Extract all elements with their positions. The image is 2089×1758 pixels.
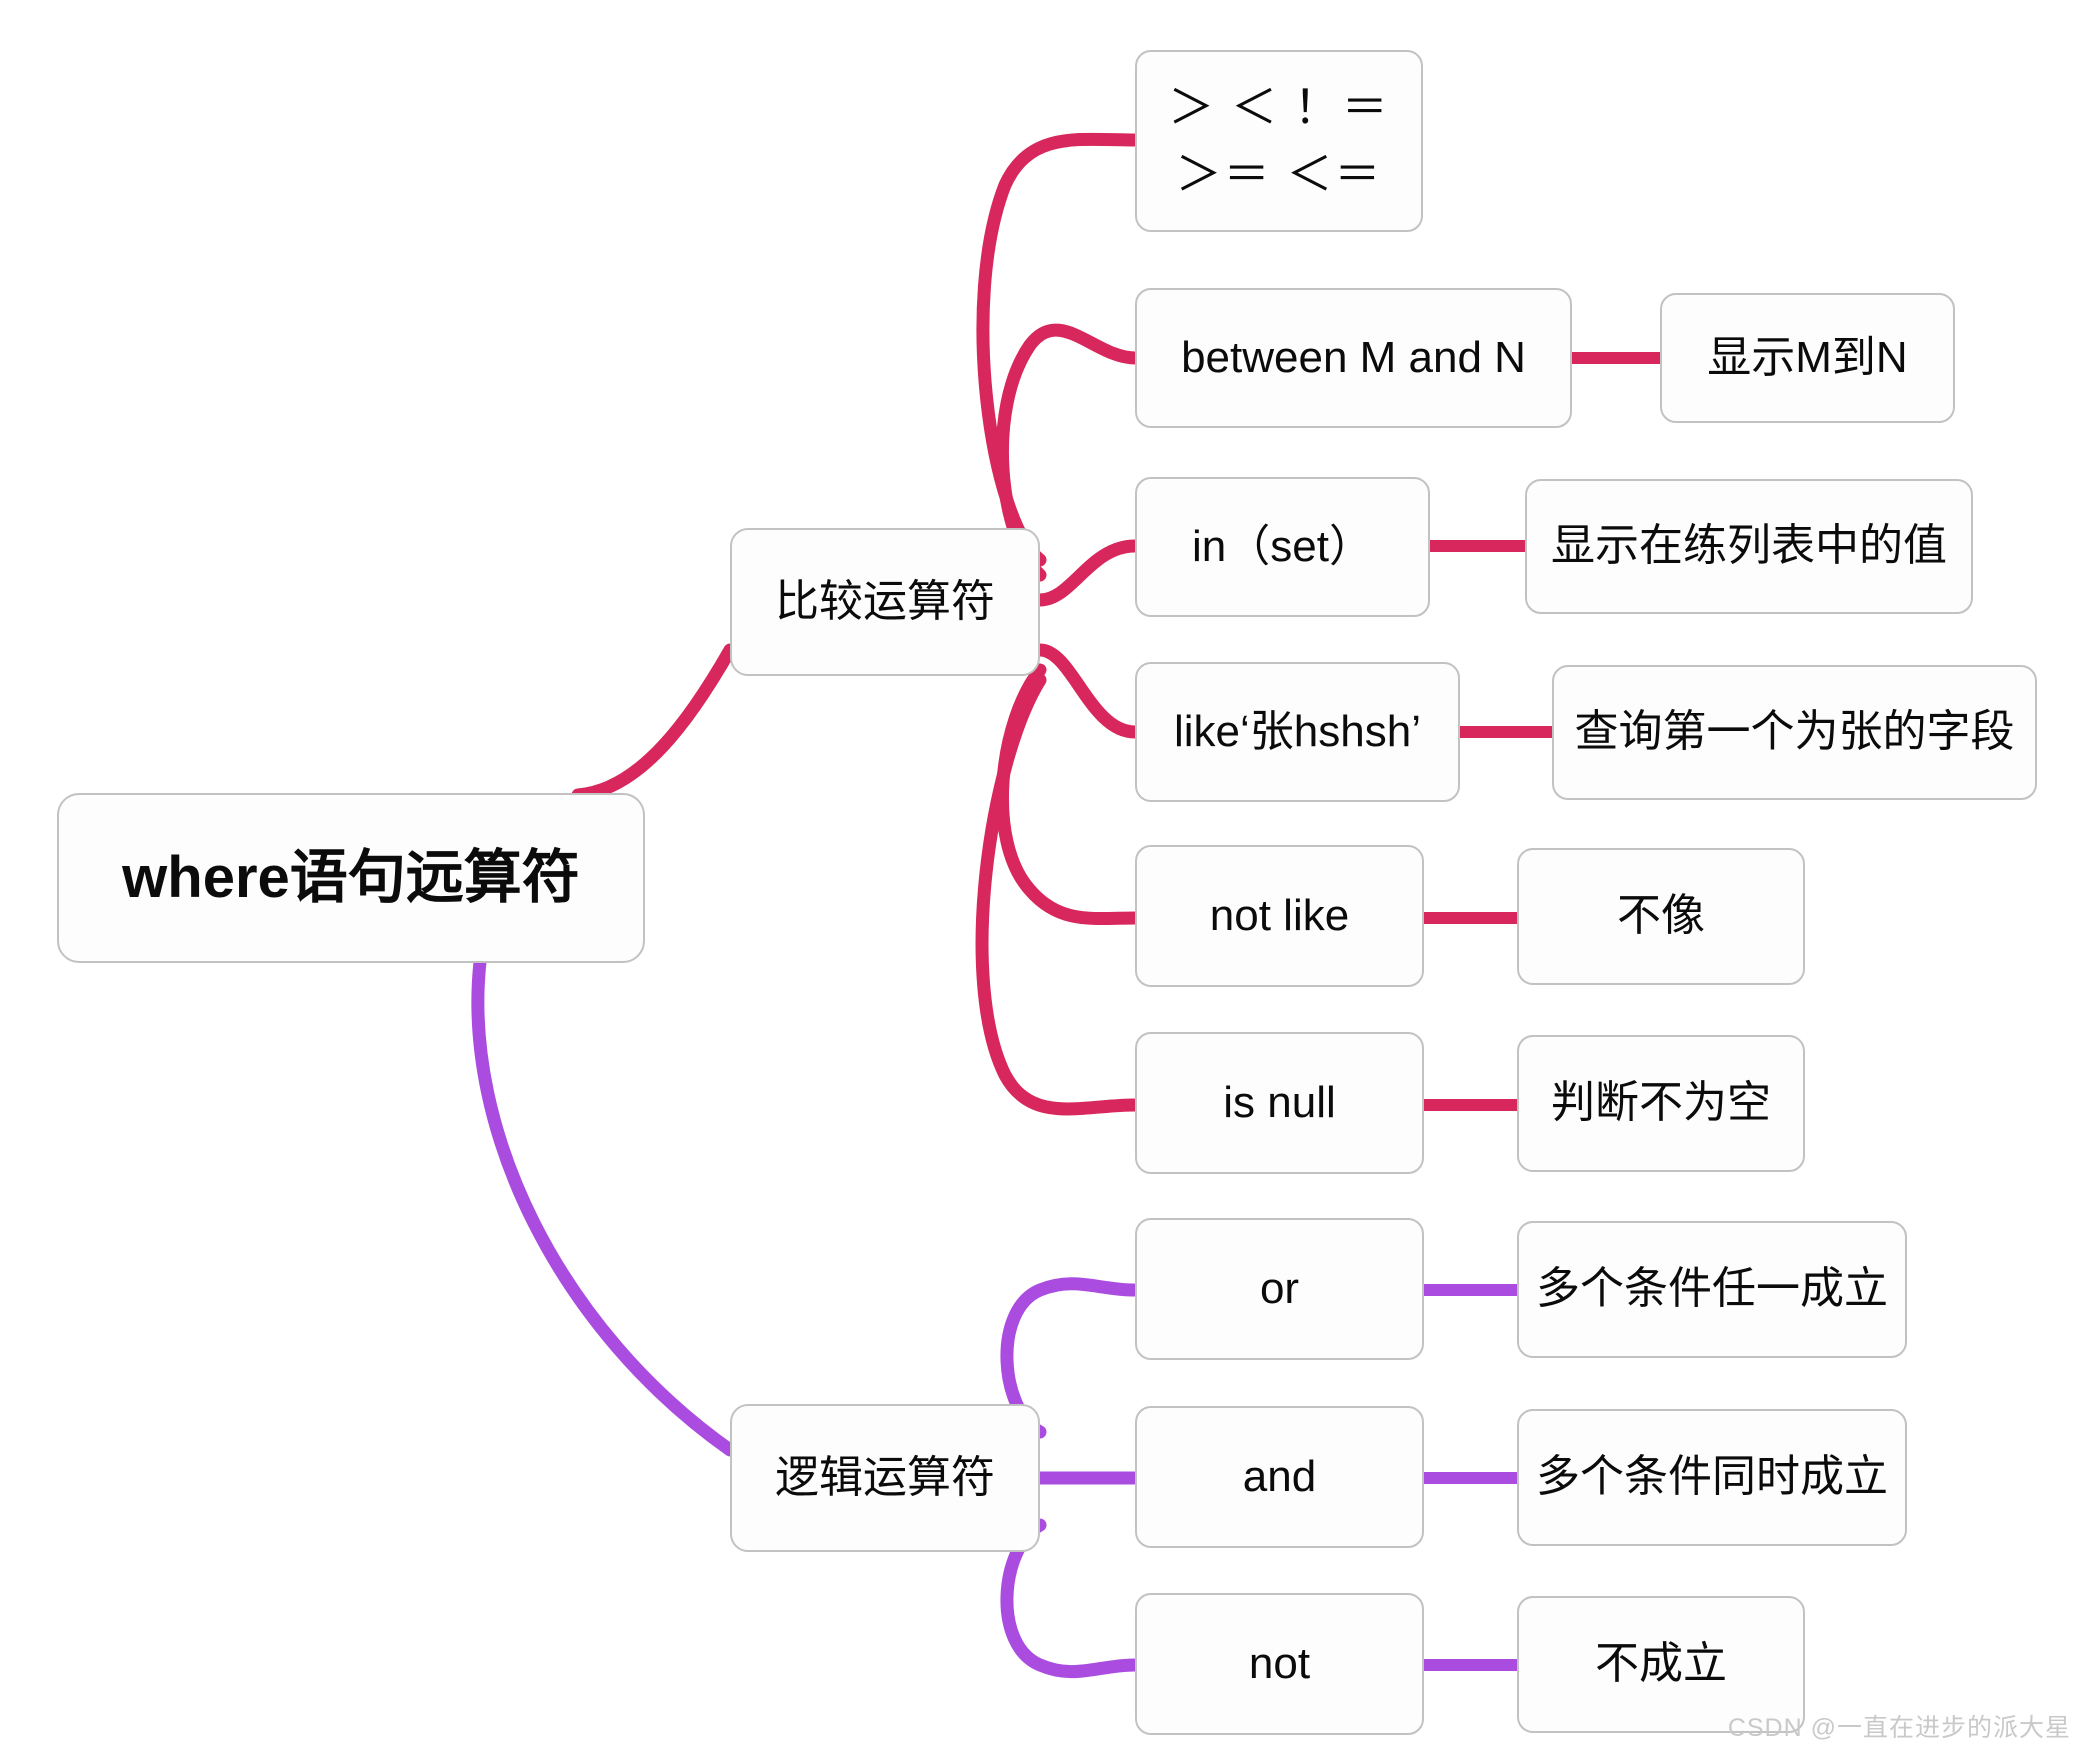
leaf-node-in-set[interactable]: in（set） xyxy=(1135,477,1430,617)
leaf-node-between[interactable]: between M and N xyxy=(1135,288,1572,428)
root-node[interactable]: where语句远算符 xyxy=(57,793,645,963)
branch-node-comparison-label: 比较运算符 xyxy=(775,576,995,626)
detail-node-like-label: 查询第一个为张的字段 xyxy=(1574,707,2015,757)
leaf-node-and-label: and xyxy=(1242,1451,1317,1501)
leaf-node-operators[interactable]: ＞ ＜ ！＝ ＞＝ ＜＝ xyxy=(1135,50,1423,232)
detail-node-between[interactable]: 显示M到N xyxy=(1660,293,1955,423)
edge-comparison-to-operators xyxy=(976,132,1142,567)
leaf-node-like[interactable]: like‘张hshsh’ xyxy=(1135,662,1460,802)
edge-comparison-to-like xyxy=(1033,643,1142,739)
leaf-node-like-label: like‘张hshsh’ xyxy=(1174,706,1421,756)
edge-comparison-to-in-set xyxy=(1033,539,1142,607)
branch-node-logical-label: 逻辑运算符 xyxy=(775,1452,995,1502)
edge-comparison-to-not-like xyxy=(995,663,1142,926)
leaf-node-not-label: not xyxy=(1248,1638,1311,1688)
detail-node-not-like-label: 不像 xyxy=(1617,891,1705,941)
detail-node-between-label: 显示M到N xyxy=(1707,332,1908,382)
leaf-node-or-label: or xyxy=(1259,1263,1300,1313)
detail-node-is-null[interactable]: 判断不为空 xyxy=(1517,1035,1805,1172)
detail-node-in-set[interactable]: 显示在练列表中的值 xyxy=(1525,479,1973,614)
edge-root-to-logical xyxy=(471,955,737,1457)
detail-node-not[interactable]: 不成立 xyxy=(1517,1596,1805,1733)
leaf-node-and[interactable]: and xyxy=(1135,1406,1424,1548)
detail-node-like[interactable]: 查询第一个为张的字段 xyxy=(1552,665,2037,800)
detail-node-in-set-label: 显示在练列表中的值 xyxy=(1551,521,1947,571)
leaf-node-is-null[interactable]: is null xyxy=(1135,1032,1424,1174)
edge-comparison-to-is-null xyxy=(975,673,1142,1116)
detail-node-or-label: 多个条件任一成立 xyxy=(1536,1264,1888,1314)
detail-node-and[interactable]: 多个条件同时成立 xyxy=(1517,1409,1907,1546)
leaf-node-between-label: between M and N xyxy=(1181,332,1526,382)
operators-line-2: ＞＝ ＜＝ xyxy=(1175,148,1383,200)
branch-node-comparison[interactable]: 比较运算符 xyxy=(730,528,1040,676)
operators-line-1: ＞ ＜ ！＝ xyxy=(1168,81,1390,134)
detail-node-and-label: 多个条件同时成立 xyxy=(1536,1452,1888,1502)
detail-node-not-like[interactable]: 不像 xyxy=(1517,848,1805,985)
root-node-label: where语句远算符 xyxy=(122,844,580,910)
leaf-node-not-like-label: not like xyxy=(1209,890,1350,940)
leaf-node-or[interactable]: or xyxy=(1135,1218,1424,1360)
leaf-node-is-null-label: is null xyxy=(1223,1077,1336,1127)
watermark-text: CSDN @一直在进步的派大星 xyxy=(1727,1714,2071,1742)
leaf-node-not[interactable]: not xyxy=(1135,1593,1424,1735)
detail-node-or[interactable]: 多个条件任一成立 xyxy=(1517,1221,1907,1358)
leaf-node-in-set-label: in（set） xyxy=(1192,521,1373,571)
detail-node-not-label: 不成立 xyxy=(1595,1639,1727,1689)
leaf-node-not-like[interactable]: not like xyxy=(1135,845,1424,987)
edge-root-to-comparison xyxy=(571,643,737,802)
branch-node-logical[interactable]: 逻辑运算符 xyxy=(730,1404,1040,1552)
detail-node-is-null-label: 判断不为空 xyxy=(1551,1078,1771,1128)
